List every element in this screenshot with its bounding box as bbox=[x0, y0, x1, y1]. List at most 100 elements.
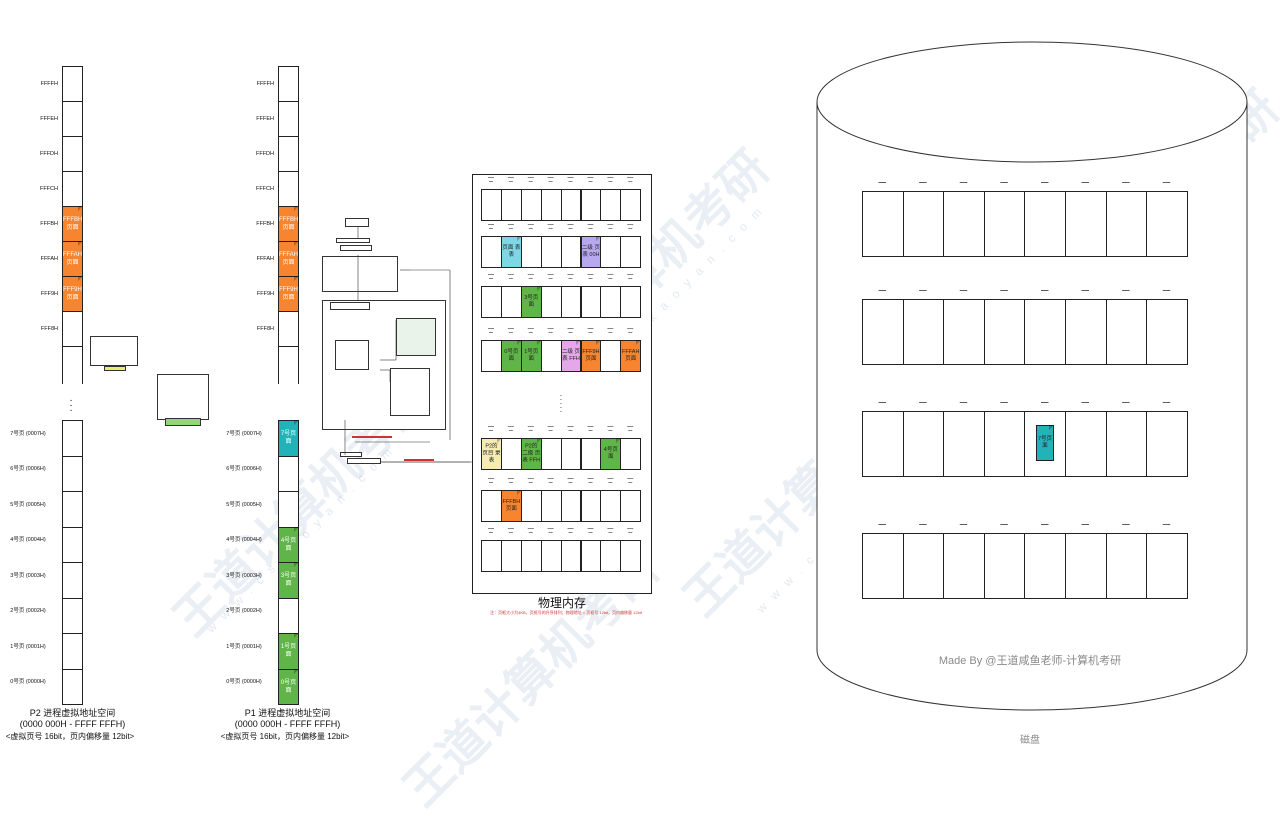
memory-frame bbox=[500, 189, 522, 221]
disk-block bbox=[902, 299, 945, 365]
p2-top-cell: FFFAH 页面 bbox=[62, 241, 83, 277]
frame-number-tick: ▬▬▬▬▬ bbox=[527, 426, 534, 432]
disk-block-number: ▬▬▬ bbox=[1040, 181, 1049, 184]
p1-top-cell: FFFBH 页面 bbox=[278, 206, 299, 242]
frame-number-tick: ▬▬▬▬▬ bbox=[527, 328, 534, 334]
frame-number-tick: ▬▬▬▬▬ bbox=[607, 224, 614, 230]
p2-top-address-label: FFFEH bbox=[40, 115, 58, 122]
frame-number-tick: ▬▬▬▬▬ bbox=[627, 426, 634, 432]
memory-frame bbox=[520, 540, 542, 572]
memory-title: 物理内存 bbox=[537, 596, 586, 610]
frame-number-tick: ▬▬▬▬▬ bbox=[547, 328, 554, 334]
disk-block-number: ▬▬▬ bbox=[1122, 289, 1130, 292]
frame-number-tick: ▬▬▬▬▬ bbox=[627, 177, 634, 183]
p1-top-address-label: FFF8H bbox=[256, 325, 274, 332]
frame-number-tick: ▬▬▬▬▬ bbox=[567, 177, 574, 183]
p1-caption-title: P1 进程虚拟地址空间 bbox=[244, 708, 331, 718]
frame-number-tick: ▬▬▬▬▬ bbox=[627, 274, 634, 280]
disk-block bbox=[902, 411, 945, 477]
page-fold bbox=[496, 438, 502, 443]
disk-block bbox=[1065, 533, 1107, 599]
page-fold bbox=[536, 438, 542, 443]
p2-top-cell bbox=[62, 136, 83, 172]
memory-frame: FFF9H 页面 bbox=[580, 340, 602, 372]
frame-number-tick: ▬▬▬▬▬ bbox=[547, 426, 554, 432]
disk-block bbox=[983, 191, 1026, 257]
page-fold bbox=[294, 633, 299, 638]
disk-block-number: ▬▬▬ bbox=[878, 523, 887, 526]
disk-block bbox=[1024, 191, 1066, 257]
memory-frame: 0号页 面 bbox=[500, 340, 522, 372]
p2-top-address-label: FFFAH bbox=[40, 255, 58, 262]
frame-number-tick: ▬▬▬▬▬ bbox=[487, 224, 494, 230]
page-fold bbox=[596, 236, 602, 241]
disk-block-number: ▬▬▬ bbox=[919, 181, 927, 184]
disk-block-number: ▬▬▬ bbox=[919, 401, 927, 404]
p2-top-address-label: FFFCH bbox=[39, 185, 58, 192]
p2-top-address-label: FFFDH bbox=[39, 150, 58, 157]
memory-frame bbox=[620, 490, 642, 522]
page-fold bbox=[576, 340, 582, 345]
frame-number-tick: ▬▬▬▬▬ bbox=[527, 528, 534, 534]
frame-number-tick: ▬▬▬▬▬ bbox=[527, 274, 534, 280]
disk-block bbox=[983, 299, 1026, 365]
memory-frame bbox=[560, 540, 582, 572]
p2-top-address-label: FFF9H bbox=[40, 290, 58, 297]
disk-block bbox=[943, 191, 985, 257]
p2-top-page-label: FFF9H 页面 bbox=[63, 287, 82, 301]
p1-top-address-label: FFFEH bbox=[256, 115, 274, 122]
disk-page-7: 7号页 面 bbox=[1036, 425, 1054, 461]
disk-block bbox=[1146, 411, 1188, 477]
p1-page-label: 7号页 面 bbox=[280, 431, 297, 446]
page-fold bbox=[294, 276, 299, 281]
p1-page-cell bbox=[278, 491, 299, 528]
frame-number-tick: ▬▬▬▬▬ bbox=[627, 528, 634, 534]
p1-page-number-label: 1号页 (0001H) bbox=[226, 643, 262, 650]
p2-page-cell bbox=[62, 491, 83, 528]
frame-number-tick: ▬▬▬▬▬ bbox=[567, 528, 574, 534]
p1-page-number-label: 6号页 (0006H) bbox=[226, 466, 262, 473]
page-fold bbox=[294, 420, 299, 425]
disk-block-number: ▬▬▬ bbox=[1162, 401, 1171, 404]
memory-frame: 二级 页表 FFH bbox=[560, 340, 582, 372]
memory-frame bbox=[600, 286, 622, 318]
memory-frame bbox=[620, 189, 642, 221]
p2-page-number-label: 1号页 (0001H) bbox=[10, 643, 46, 650]
disk-block bbox=[1146, 299, 1188, 365]
frame-number-tick: ▬▬▬▬▬ bbox=[567, 274, 574, 280]
p2-page-number-label: 0号页 (0000H) bbox=[10, 679, 46, 686]
p1-top-address-label: FFFFH bbox=[256, 80, 274, 87]
p2-page-number-label: 6号页 (0006H) bbox=[10, 466, 46, 473]
memory-frame: 3号页 面 bbox=[520, 286, 542, 318]
memory-frame bbox=[520, 490, 542, 522]
p2-page-number-label: 4号页 (0004H) bbox=[10, 537, 46, 544]
memory-frame-label: 4号页 面 bbox=[603, 447, 618, 460]
memory-frame bbox=[540, 236, 562, 268]
memory-frame: FFFAH 页面 bbox=[620, 340, 642, 372]
p1-page-label: 1号页 面 bbox=[280, 644, 297, 659]
frame-number-tick: ▬▬▬▬▬ bbox=[587, 177, 594, 183]
page-fold bbox=[596, 340, 602, 345]
memory-frame-label: 3号页 面 bbox=[524, 295, 539, 308]
page-fold bbox=[516, 340, 522, 345]
disk-block-number: ▬▬▬ bbox=[959, 181, 968, 184]
memory-frame bbox=[560, 438, 582, 470]
disk-block-number: ▬▬▬ bbox=[1000, 289, 1008, 292]
memory-frame bbox=[580, 438, 602, 470]
p2-page-cell bbox=[62, 526, 83, 563]
frame-number-tick: ▬▬▬▬▬ bbox=[587, 328, 594, 334]
p2-page-cell bbox=[62, 668, 83, 705]
p1-top-cell: FFFAH 页面 bbox=[278, 241, 299, 277]
memory-frame bbox=[560, 286, 582, 318]
p1-page-label: 4号页 面 bbox=[280, 537, 297, 552]
memory-frame: 页面 表表 bbox=[500, 236, 522, 268]
disk-block-number: ▬▬▬ bbox=[1081, 523, 1090, 526]
frame-number-tick: ▬▬▬▬▬ bbox=[587, 426, 594, 432]
p2-page-number-label: 3号页 (0003H) bbox=[10, 572, 46, 579]
memory-frame: FFFBH 页面 bbox=[500, 490, 522, 522]
memory-frame bbox=[520, 236, 542, 268]
p2-top-cell: FFFBH 页面 bbox=[62, 206, 83, 242]
frame-number-tick: ▬▬▬▬▬ bbox=[527, 478, 534, 484]
memory-frame: P2的 二级 页表 FFH bbox=[520, 438, 542, 470]
page-fold bbox=[516, 490, 522, 495]
